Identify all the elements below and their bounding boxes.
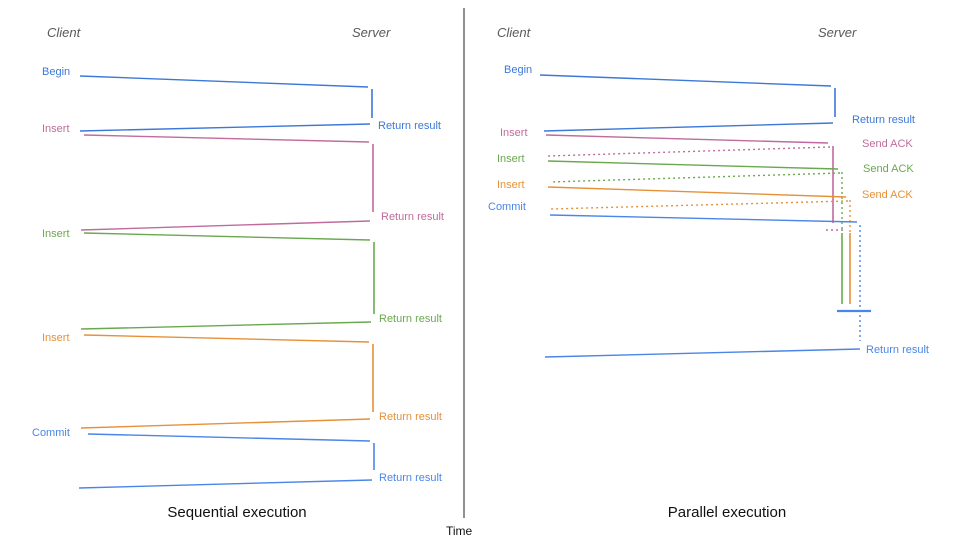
request-arrow [83, 134, 370, 143]
seq-return-result-label: Return result [379, 411, 442, 423]
seq-return-result-label: Return result [379, 313, 442, 325]
par-send-ack-label: Send ACK [863, 163, 914, 175]
ack-dashed-arrow [547, 146, 831, 157]
request-arrow [549, 214, 858, 223]
return-arrow [80, 321, 372, 330]
seq-begin-label: Begin [42, 66, 71, 78]
request-arrow [79, 75, 369, 88]
seq-return-result-label: Return result [378, 120, 441, 132]
par-server-header: Server [818, 25, 857, 40]
return-arrow [80, 220, 371, 231]
return-arrow [543, 122, 834, 132]
request-arrow [545, 134, 829, 144]
request-arrow [547, 186, 847, 198]
seq-begin-arrows [79, 75, 373, 132]
par-insert1-arrows [545, 134, 843, 231]
par-insert3-arrows [547, 186, 851, 304]
par-send-ack-label: Send ACK [862, 189, 913, 201]
par-begin-label: Begin [504, 64, 533, 76]
seq-client-header: Client [47, 25, 81, 40]
ack-dashed-arrow [549, 200, 849, 210]
request-arrow [87, 433, 371, 442]
par-insert1-label: Insert [500, 127, 528, 139]
time-axis-label: Time [446, 524, 473, 538]
seq-insert1-arrows [80, 134, 374, 231]
par-client-header: Client [497, 25, 531, 40]
par-insert2-label: Insert [497, 153, 525, 165]
ack-dashed-arrow [549, 172, 841, 183]
par-insert2-arrows [547, 160, 843, 304]
par-commit-label: Commit [488, 201, 526, 213]
par-commit-arrows [544, 214, 871, 358]
par-send-ack-label: Send ACK [862, 138, 913, 150]
seq-insert3-arrows [80, 334, 374, 429]
par-title: Parallel execution [667, 504, 787, 521]
seq-commit-arrows [78, 433, 375, 489]
seq-title: Sequential execution [167, 504, 307, 521]
par-return-result-label: Return result [852, 114, 915, 126]
par-begin-arrows [539, 74, 836, 132]
seq-return-result-label: Return result [379, 472, 442, 484]
return-arrow [544, 348, 861, 358]
seq-return-result-label: Return result [381, 211, 444, 223]
request-arrow [83, 232, 371, 241]
seq-insert3-label: Insert [42, 332, 70, 344]
seq-insert2-arrows [80, 232, 375, 330]
seq-server-header: Server [352, 25, 391, 40]
return-arrow [78, 479, 373, 489]
seq-insert2-label: Insert [42, 228, 70, 240]
return-arrow [80, 418, 371, 429]
par-return-result-label: Return result [866, 344, 929, 356]
seq-commit-label: Commit [32, 427, 70, 439]
request-arrow [539, 74, 832, 87]
seq-insert1-label: Insert [42, 123, 70, 135]
request-arrow [547, 160, 839, 170]
par-insert3-label: Insert [497, 179, 525, 191]
request-arrow [83, 334, 370, 343]
return-arrow [79, 123, 371, 132]
